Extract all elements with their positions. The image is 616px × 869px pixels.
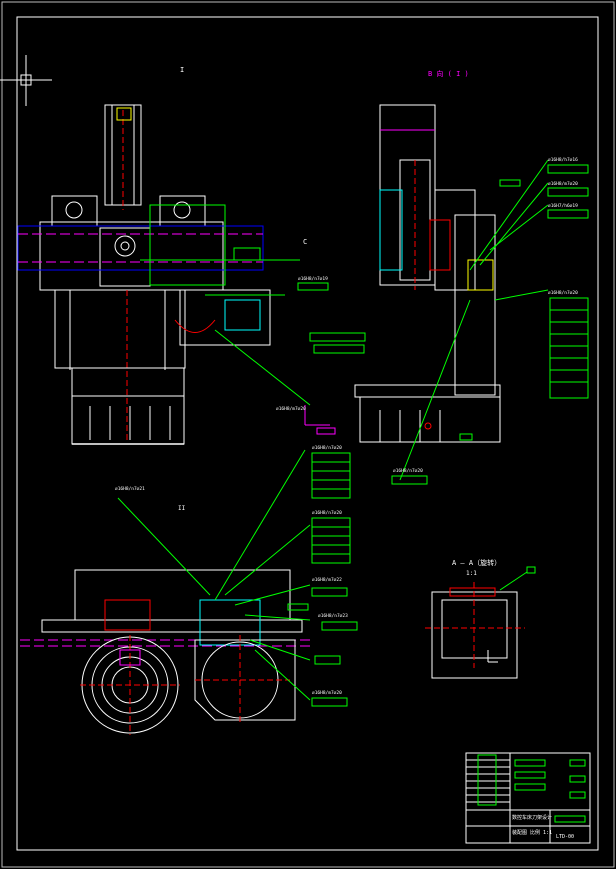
fit-label: ∅16H8/m7∅20 xyxy=(548,181,578,187)
plan-view-leaders xyxy=(117,449,358,707)
title-block-line2: 装配图 比例 1:1 xyxy=(512,829,552,836)
side-view-title: B 向 ( I ) xyxy=(428,69,469,78)
view-labels: I B 向 ( I ) A — A（旋转） 1:1 II C xyxy=(178,66,501,577)
callout-letter: C xyxy=(303,238,307,246)
title-block-drawing-no: LTD-00 xyxy=(556,834,574,840)
fit-label: ∅16H8/n7∅23 xyxy=(318,613,348,619)
title-block-text: 数控车床刀架设计 装配图 比例 1:1 LTD-00 xyxy=(512,814,574,840)
fit-label: ∅16H8/h7∅16 xyxy=(548,157,578,163)
front-view-marker: I xyxy=(180,66,184,74)
fit-label: ∅16H8/m7∅22 xyxy=(312,577,342,583)
title-block-line1: 数控车床刀架设计 xyxy=(512,814,552,821)
plan-view-marker: II xyxy=(178,505,186,512)
section-view-title: A — A（旋转） xyxy=(452,558,501,567)
fit-label: ∅16H8/m7∅20 xyxy=(312,690,342,696)
fit-label: ∅16H8/n7∅20 xyxy=(548,290,578,296)
fit-label: ∅16H8/n7∅20 xyxy=(393,468,423,474)
fit-label: ∅16H8/n7∅21 xyxy=(115,486,145,492)
fit-label: ∅16H7/h6∅19 xyxy=(548,203,578,209)
fit-tolerance-labels: ∅16H8/h7∅16 ∅16H8/m7∅20 ∅16H7/h6∅19 ∅16H… xyxy=(115,157,578,696)
fit-label: ∅16H8/m7∅20 xyxy=(276,406,306,412)
front-view xyxy=(17,104,330,445)
plan-view xyxy=(20,569,310,735)
side-view xyxy=(354,104,501,443)
title-block xyxy=(465,752,591,844)
fit-label: ∅16H8/n7∅20 xyxy=(312,445,342,451)
section-view-scale: 1:1 xyxy=(466,570,477,577)
side-view-leaders xyxy=(391,159,589,485)
crosshair-cursor[interactable] xyxy=(0,55,52,106)
fit-label: ∅16H8/n7∅19 xyxy=(298,276,328,282)
fit-label: ∅16H8/n7∅20 xyxy=(312,510,342,516)
front-view-callouts xyxy=(297,282,366,499)
section-view xyxy=(425,566,536,679)
